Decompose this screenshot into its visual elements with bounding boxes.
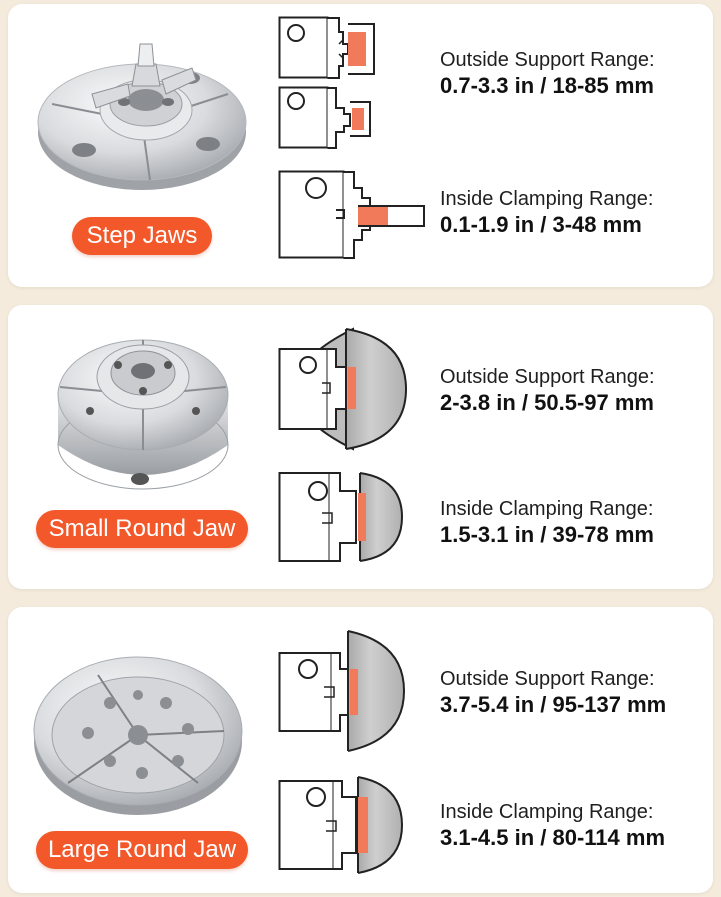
inside-clamping-diagram [278, 170, 425, 259]
small-round-jaw-card: Small Round Jaw Outside Support Range: 2… [8, 305, 713, 589]
spec-label: Inside Clamping Range: [440, 801, 654, 823]
large-round-jaw-chuck-image [33, 656, 243, 815]
spec-label: Outside Support Range: [440, 668, 655, 690]
spec-value: 1.5-3.1 in / 39-78 mm [440, 522, 654, 547]
inside-clamping-spec: Inside Clamping Range: 0.1-1.9 in / 3-48… [440, 187, 653, 239]
outside-support-diagram-small [278, 86, 371, 149]
inside-clamping-spec: Inside Clamping Range: 3.1-4.5 in / 80-1… [440, 800, 665, 852]
step-jaw-chuck-image [37, 43, 247, 190]
small-round-jaw-chuck-image [57, 339, 229, 490]
step-jaws-card: Step Jaws Outside Support Range: 0.7-3.3… [8, 4, 713, 287]
outside-support-spec: Outside Support Range: 3.7-5.4 in / 95-1… [440, 667, 666, 719]
inside-clamping-diagram [278, 776, 404, 874]
spec-value: 2-3.8 in / 50.5-97 mm [440, 390, 654, 415]
spec-value: 3.7-5.4 in / 95-137 mm [440, 692, 667, 717]
large-round-jaw-card: Large Round Jaw Outside Support Range: 3… [8, 607, 713, 893]
step-jaws-badge: Step Jaws [72, 217, 212, 255]
large-round-jaw-badge: Large Round Jaw [36, 831, 248, 869]
outside-support-diagram [278, 16, 375, 79]
spec-label: Outside Support Range: [440, 366, 655, 388]
inside-clamping-diagram [278, 472, 404, 562]
spec-value: 3.1-4.5 in / 80-114 mm [440, 825, 666, 850]
inside-clamping-spec: Inside Clamping Range: 1.5-3.1 in / 39-7… [440, 497, 654, 549]
spec-value: 0.1-1.9 in / 3-48 mm [440, 212, 642, 237]
spec-label: Outside Support Range: [440, 49, 655, 71]
spec-value: 0.7-3.3 in / 18-85 mm [440, 73, 654, 98]
spec-label: Inside Clamping Range: [440, 498, 654, 520]
spec-label: Inside Clamping Range: [440, 188, 654, 210]
outside-support-diagram [278, 630, 406, 752]
outside-support-spec: Outside Support Range: 2-3.8 in / 50.5-9… [440, 365, 655, 417]
small-round-jaw-badge: Small Round Jaw [36, 510, 248, 548]
outside-support-diagram [278, 327, 408, 451]
outside-support-spec: Outside Support Range: 0.7-3.3 in / 18-8… [440, 48, 655, 100]
